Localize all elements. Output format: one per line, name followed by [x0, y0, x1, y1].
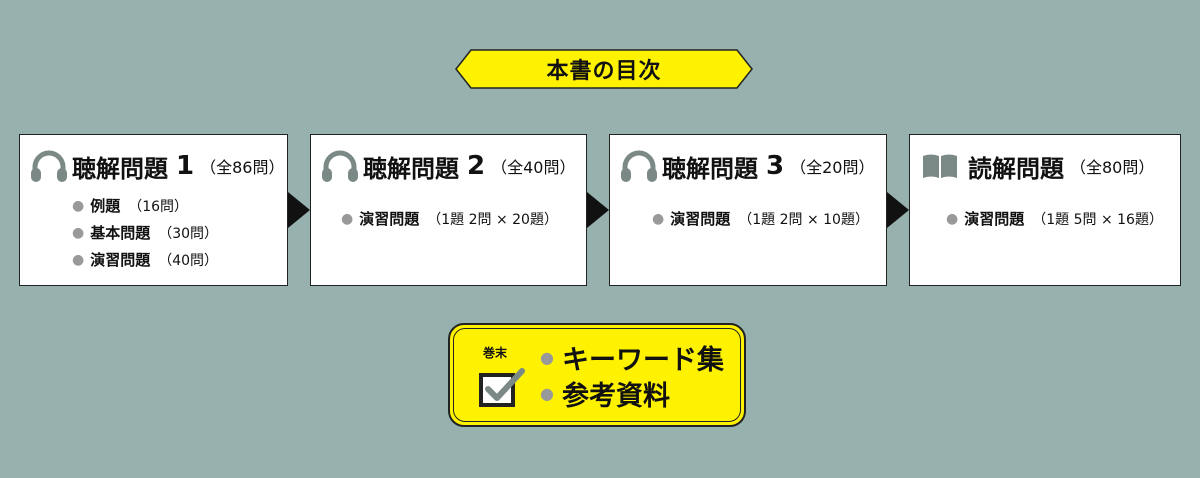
section-items: ● 例題 （16問） ● 基本問題 （30問） ● 演習問題 （40問）: [20, 192, 287, 273]
item-detail: （1題 5問 × 16題）: [1032, 211, 1163, 228]
item-detail: （1題 2問 × 20題）: [427, 211, 558, 228]
section-box-listening-2: 聴解問題 2 （全40問） ● 演習問題 （1題 2問 × 20題）: [310, 134, 587, 286]
section-items: ● 演習問題 （1題 5問 × 16題）: [910, 205, 1180, 232]
item-label: 演習問題: [359, 210, 420, 228]
section-header: 聴解問題 3 （全20問）: [610, 149, 886, 183]
list-item: ● 演習問題 （40問）: [72, 246, 287, 273]
section-number: 1: [176, 151, 195, 181]
section-header: 聴解問題 2 （全40問）: [311, 149, 586, 183]
item-label: 演習問題: [964, 210, 1025, 228]
section-count: （全20問）: [790, 158, 875, 177]
section-box-listening-1: 聴解問題 1 （全86問） ● 例題 （16問） ● 基本問題 （30問） ● 演習問題 （…: [19, 134, 288, 286]
item-label: 演習問題: [90, 251, 151, 269]
bullet-icon: ●: [72, 251, 85, 268]
appendix-item: ● 参考資料: [540, 375, 724, 412]
bullet-icon: ●: [540, 383, 554, 403]
section-header: 読解問題 （全80問）: [910, 149, 1180, 183]
appendix-item-label: 参考資料: [561, 380, 670, 412]
section-box-listening-3: 聴解問題 3 （全20問） ● 演習問題 （1題 2問 × 10題）: [609, 134, 887, 286]
checkbox-check-icon: [479, 368, 525, 407]
bullet-icon: ●: [946, 210, 959, 227]
bullet-icon: ●: [72, 197, 85, 214]
section-name: 聴解問題: [662, 154, 758, 183]
section-items: ● 演習問題 （1題 2問 × 20題）: [311, 205, 586, 232]
section-name: 聴解問題: [363, 154, 459, 183]
section-box-reading: 読解問題 （全80問） ● 演習問題 （1題 5問 × 16題）: [909, 134, 1181, 286]
list-item: ● 演習問題 （1題 2問 × 20題）: [341, 205, 586, 232]
headphones-icon: [317, 149, 363, 183]
section-number: 3: [766, 151, 785, 181]
appendix-inner-border: [453, 328, 741, 422]
item-detail: （1題 2問 × 10題）: [738, 211, 869, 228]
list-item: ● 演習問題 （1題 5問 × 16題）: [946, 205, 1180, 232]
section-number: 2: [467, 151, 486, 181]
headphones-icon: [616, 149, 662, 183]
list-item: ● 例題 （16問）: [72, 192, 287, 219]
item-label: 例題: [90, 197, 121, 215]
title-banner: 本書の目次: [455, 49, 753, 89]
section-count: （全40問）: [491, 158, 576, 177]
bullet-icon: ●: [72, 224, 85, 241]
item-label: 演習問題: [670, 210, 731, 228]
bullet-icon: ●: [652, 210, 665, 227]
section-name: 聴解問題: [72, 154, 168, 183]
arrow-right-icon: [288, 192, 310, 228]
list-item: ● 基本問題 （30問）: [72, 219, 287, 246]
appendix-item: ● キーワード集: [540, 339, 724, 376]
title-banner-shape: [455, 49, 753, 89]
bullet-icon: ●: [341, 210, 354, 227]
appendix-box: 巻末 ● キーワード集 ● 参考資料: [448, 323, 746, 427]
arrow-right-icon: [587, 192, 609, 228]
section-count: （全86問）: [200, 158, 285, 177]
item-detail: （30問）: [158, 225, 219, 242]
appendix-tag: 巻末: [483, 346, 508, 360]
arrow-right-icon: [887, 192, 909, 228]
section-header: 聴解問題 1 （全86問）: [20, 149, 287, 183]
page-title: 本書の目次: [546, 59, 662, 84]
appendix-items: ● キーワード集 ● 参考資料: [540, 339, 724, 412]
appendix-item-label: キーワード集: [561, 344, 724, 376]
bullet-icon: ●: [540, 347, 554, 367]
section-name: 読解問題: [968, 154, 1064, 183]
section-items: ● 演習問題 （1題 2問 × 10題）: [610, 205, 886, 232]
item-detail: （16問）: [128, 198, 189, 215]
headphones-icon: [26, 149, 72, 183]
section-count: （全80問）: [1070, 158, 1155, 177]
list-item: ● 演習問題 （1題 2問 × 10題）: [652, 205, 886, 232]
item-label: 基本問題: [90, 224, 151, 242]
item-detail: （40問）: [158, 252, 219, 269]
open-book-icon: [918, 149, 962, 183]
